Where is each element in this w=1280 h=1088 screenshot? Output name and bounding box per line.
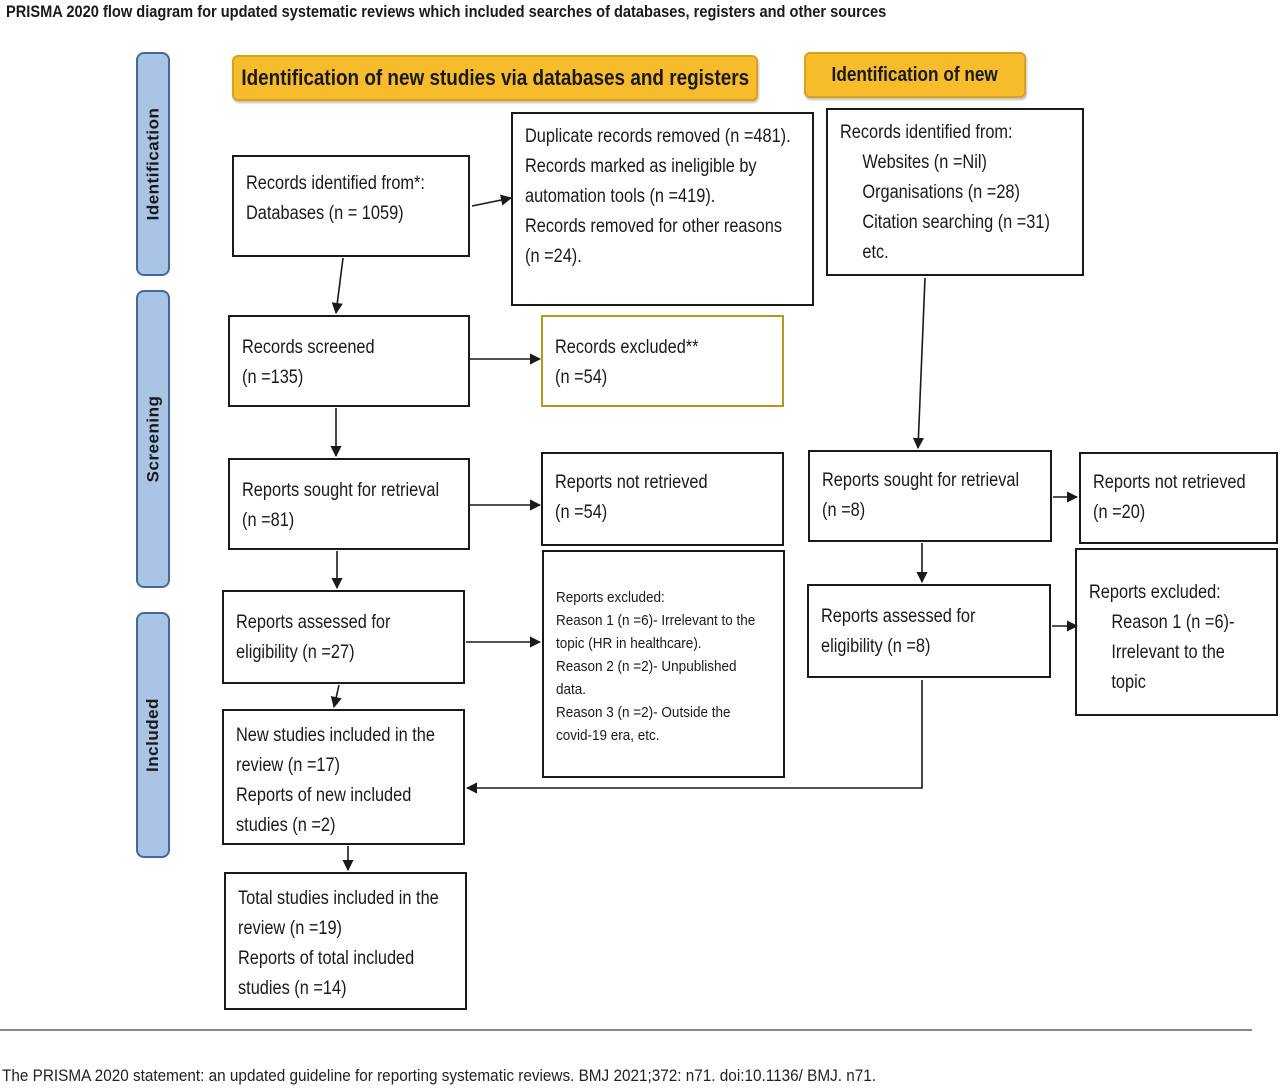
box-records-excluded: Records excluded** (n =54)	[541, 315, 784, 407]
box-line: etc.	[862, 242, 889, 263]
box-other-assessed: Reports assessed for eligibility (n =8)	[807, 584, 1051, 678]
box-line: studies (n =14)	[238, 978, 347, 999]
box-line: studies (n =2)	[236, 815, 336, 836]
citation-footer: The PRISMA 2020 statement: an updated gu…	[2, 1066, 877, 1085]
box-reports-assessed: Reports assessed for eligibility (n =27)	[222, 590, 465, 684]
box-line: Records marked as ineligible by	[525, 156, 757, 177]
box-line: topic (HR in healthcare).	[556, 635, 702, 652]
box-line: data.	[556, 681, 587, 698]
box-other-not-retrieved: Reports not retrieved (n =20)	[1079, 452, 1278, 544]
arrow-identified-to-screened	[331, 257, 344, 315]
box-line: (n =135)	[242, 367, 304, 388]
box-line: Reason 1 (n =6)-	[1111, 612, 1235, 633]
box-line: eligibility (n =8)	[821, 636, 931, 657]
box-line: (n =20)	[1093, 502, 1146, 523]
box-line: Reason 3 (n =2)- Outside the	[556, 704, 731, 721]
box-line: eligibility (n =27)	[236, 642, 355, 663]
box-line: Records removed for other reasons	[525, 216, 783, 237]
box-line: Reports sought for retrieval	[822, 470, 1020, 491]
box-line: (n =24).	[525, 246, 582, 267]
box-removed-before-screening: Duplicate records removed (n =481). Reco…	[511, 112, 814, 306]
box-line: review (n =17)	[236, 755, 340, 776]
box-line: Reports not retrieved	[1093, 472, 1246, 493]
box-line: Reports not retrieved	[555, 472, 708, 493]
header-other-sources: Identification of new	[804, 52, 1026, 98]
box-line: Websites (n =Nil)	[862, 152, 987, 173]
box-records-identified: Records identified from*: Databases (n =…	[232, 155, 470, 257]
box-other-sources: Records identified from: Websites (n =Ni…	[826, 108, 1084, 276]
box-other-excluded: Reports excluded: Reason 1 (n =6)- Irrel…	[1075, 548, 1278, 716]
header-databases: Identification of new studies via databa…	[232, 55, 758, 101]
box-line: (n =54)	[555, 502, 608, 523]
box-other-reports-sought: Reports sought for retrieval (n =8)	[808, 450, 1052, 542]
box-line: Reason 2 (n =2)- Unpublished	[556, 658, 737, 675]
box-line: Reports excluded:	[1089, 582, 1221, 603]
box-line: (n =8)	[822, 500, 866, 521]
arrow-assessed-to-new-included	[330, 684, 342, 709]
box-line: Reports of total included	[238, 948, 415, 969]
box-line: Duplicate records removed (n =481).	[525, 126, 791, 147]
box-line: Records screened	[242, 337, 375, 358]
box-line: review (n =19)	[238, 918, 342, 939]
box-total-included: Total studies included in the review (n …	[224, 872, 467, 1010]
box-reports-not-retrieved: Reports not retrieved (n =54)	[541, 452, 784, 546]
box-line: Reports assessed for	[236, 612, 391, 633]
diagram-title: PRISMA 2020 flow diagram for updated sys…	[6, 2, 887, 21]
box-line: New studies included in the	[236, 725, 435, 746]
arrow-identified-to-removed	[471, 194, 513, 207]
stage-screening: Screening	[136, 290, 170, 588]
box-line: Reports sought for retrieval	[242, 480, 440, 501]
box-line: Organisations (n =28)	[862, 182, 1020, 203]
box-line: covid-19 era, etc.	[556, 727, 660, 744]
stage-included: Included	[136, 612, 170, 858]
box-line: Records identified from*:	[246, 173, 425, 194]
box-line: (n =81)	[242, 510, 295, 531]
box-line: Records identified from:	[840, 122, 1013, 143]
box-line: Reports excluded:	[556, 589, 665, 606]
box-line: Citation searching (n =31)	[862, 212, 1050, 233]
box-line: Reason 1 (n =6)- Irrelevant to the	[556, 612, 756, 629]
footer-divider	[0, 1029, 1252, 1031]
box-line: topic	[1111, 672, 1146, 693]
box-line: Irrelevant to the	[1111, 642, 1225, 663]
arrow-other-assessed-to-new-included	[465, 680, 923, 794]
box-reports-sought: Reports sought for retrieval (n =81)	[228, 458, 470, 550]
box-line: Databases (n = 1059)	[246, 203, 404, 224]
box-line: (n =54)	[555, 367, 608, 388]
box-line: automation tools (n =419).	[525, 186, 716, 207]
box-records-screened: Records screened (n =135)	[228, 315, 470, 407]
box-line: Reports assessed for	[821, 606, 976, 627]
arrow-other-sources-to-sought	[912, 277, 926, 450]
box-new-included: New studies included in the review (n =1…	[222, 709, 465, 845]
box-reports-excluded: Reports excluded: Reason 1 (n =6)- Irrel…	[542, 550, 785, 778]
stage-identification: Identification	[136, 52, 170, 276]
box-line: Records excluded**	[555, 337, 699, 358]
box-line: Reports of new included	[236, 785, 412, 806]
box-line: Total studies included in the	[238, 888, 439, 909]
